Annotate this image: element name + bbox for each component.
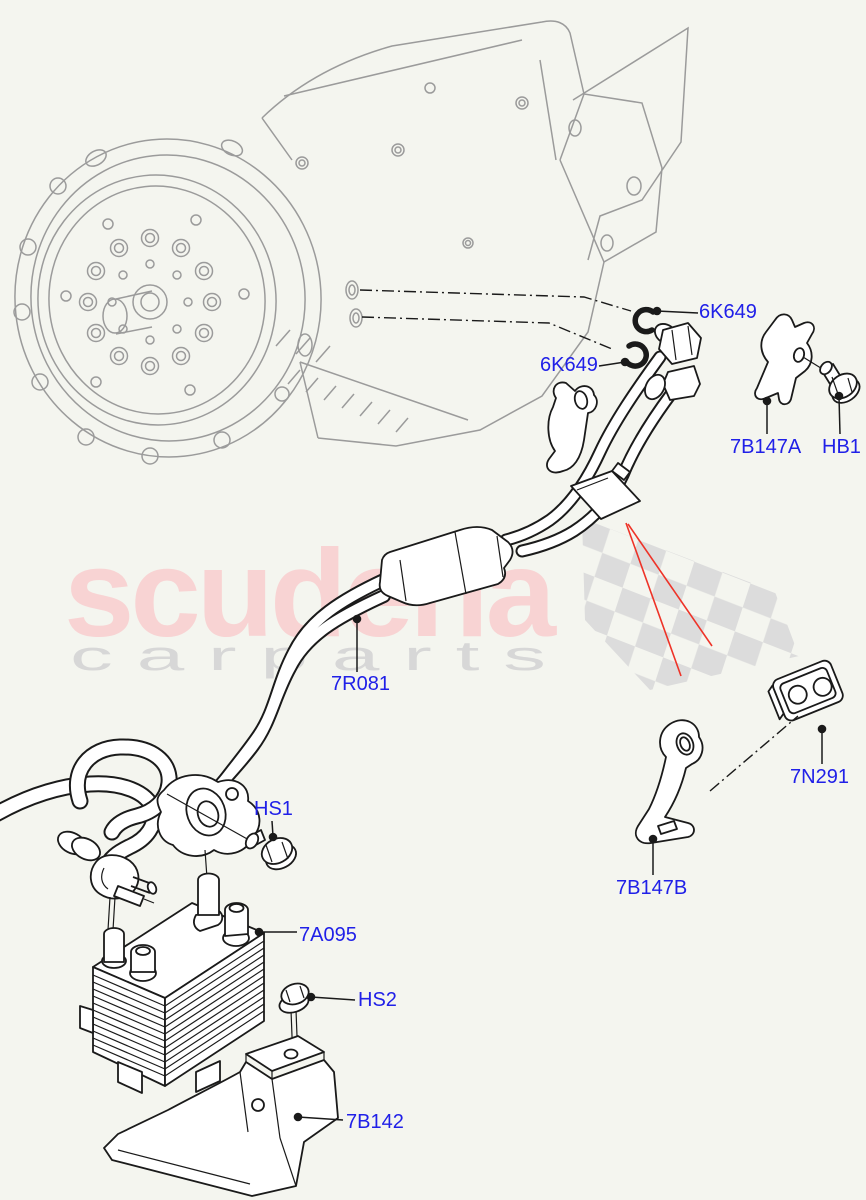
part-label-7b147b[interactable]: 7B147B <box>616 877 688 899</box>
red-pointer-lines <box>625 522 713 677</box>
bracket-7b147a-art <box>754 313 825 406</box>
hs1-bolt-axis-line <box>166 793 250 841</box>
tube-end-fittings <box>644 322 702 401</box>
part-label-6k649-lower[interactable]: 6K649 <box>540 354 598 376</box>
bracket-7b147b-art <box>634 719 704 845</box>
part-label-7b142[interactable]: 7B142 <box>346 1111 404 1133</box>
pipe-bracket-art <box>546 381 598 474</box>
connector-7n291-art <box>767 659 844 722</box>
part-label-7r081[interactable]: 7R081 <box>331 673 390 695</box>
retainer-clip-lower <box>623 341 649 369</box>
part-label-7a095[interactable]: 7A095 <box>299 924 357 946</box>
pipe-bracket-hole <box>573 390 589 410</box>
bottom-bracket-art <box>103 1035 339 1197</box>
tube-junction-block <box>570 462 641 520</box>
elbow-fitting <box>89 854 140 900</box>
part-label-hs2[interactable]: HS2 <box>358 989 397 1011</box>
retainer-clip-upper <box>632 306 656 335</box>
hb1-bolt-art <box>819 360 861 404</box>
part-label-7n291[interactable]: 7N291 <box>790 766 849 788</box>
leader-lines <box>254 289 844 1122</box>
part-label-6k649-upper[interactable]: 6K649 <box>699 301 757 323</box>
oil-tubes-lower <box>197 571 395 815</box>
hose-assembly <box>0 738 261 931</box>
oil-cooler-art <box>79 872 265 1094</box>
thermostat-housing <box>156 774 261 857</box>
transmission-art <box>13 20 689 465</box>
parts-art <box>0 306 861 1197</box>
hs1-bolt-art <box>244 829 297 871</box>
checkered-flag-watermark <box>582 518 799 690</box>
part-label-hb1[interactable]: HB1 <box>822 436 861 458</box>
part-label-hs1[interactable]: HS1 <box>254 798 293 820</box>
part-label-7b147a[interactable]: 7B147A <box>730 436 802 458</box>
tube-inline-body <box>378 526 514 607</box>
